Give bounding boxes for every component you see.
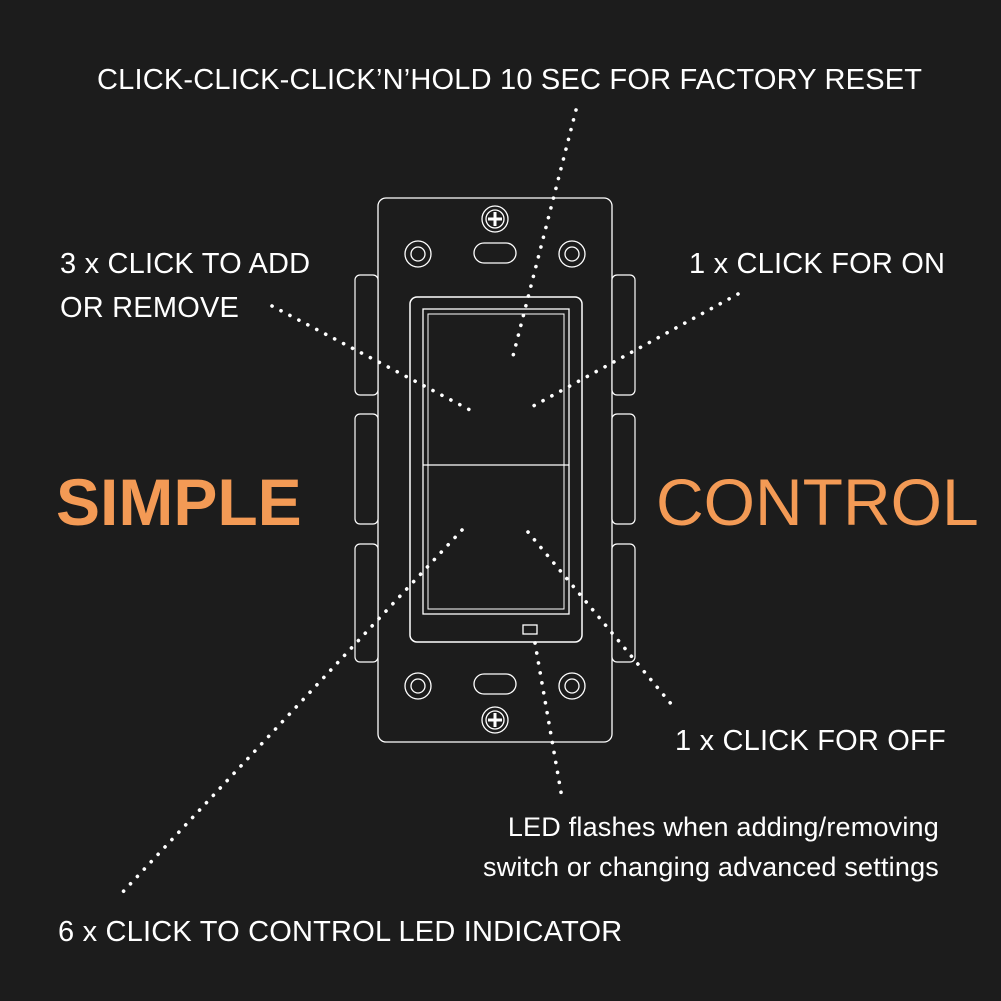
leader-lines bbox=[118, 108, 740, 897]
left-ear-bottom bbox=[354, 543, 379, 663]
annotation-add-remove-line1: 3 x CLICK TO ADD bbox=[60, 248, 311, 280]
annotation-on: 1 x CLICK FOR ON bbox=[689, 248, 946, 280]
led-indicator-icon bbox=[522, 624, 538, 635]
annotation-led-indicator: 6 x CLICK TO CONTROL LED INDICATOR bbox=[58, 916, 623, 948]
annotation-led-flash-line2: switch or changing advanced settings bbox=[483, 852, 939, 882]
right-ear-bottom bbox=[611, 543, 636, 663]
screw-icon bbox=[481, 205, 509, 233]
paddle-frame bbox=[409, 296, 583, 643]
paddle-outer bbox=[422, 308, 570, 615]
left-ear-middle bbox=[354, 413, 379, 525]
top-slot bbox=[473, 242, 517, 264]
annotation-add-remove-line2: OR REMOVE bbox=[60, 292, 240, 324]
bottom-left-hole bbox=[404, 672, 432, 700]
top-hardware bbox=[404, 205, 586, 268]
right-ear-middle bbox=[611, 413, 636, 525]
bottom-hardware bbox=[404, 672, 586, 734]
right-ear-top bbox=[611, 274, 636, 396]
mounting-strap bbox=[377, 197, 613, 743]
paddle-assembly[interactable] bbox=[409, 296, 583, 643]
headline-control: CONTROL bbox=[656, 465, 979, 539]
top-left-hole bbox=[404, 240, 432, 268]
strap-outline bbox=[377, 197, 613, 743]
annotation-off: 1 x CLICK FOR OFF bbox=[675, 725, 946, 757]
side-ears bbox=[354, 274, 636, 663]
left-ear-top bbox=[354, 274, 379, 396]
bottom-right-hole bbox=[558, 672, 586, 700]
leader-on bbox=[524, 292, 740, 412]
paddle-inner bbox=[427, 313, 565, 610]
top-right-hole bbox=[558, 240, 586, 268]
screw-icon bbox=[481, 706, 509, 734]
leader-factory-reset bbox=[510, 108, 578, 362]
leader-led-flash bbox=[533, 641, 564, 800]
leader-add-remove bbox=[270, 304, 472, 412]
bottom-slot bbox=[473, 673, 517, 695]
leader-off bbox=[526, 530, 674, 707]
annotation-factory-reset: CLICK-CLICK-CLICK’N’HOLD 10 SEC FOR FACT… bbox=[97, 64, 923, 96]
annotation-led-flash-line1: LED flashes when adding/removing bbox=[507, 812, 939, 842]
headline-simple: SIMPLE bbox=[56, 465, 302, 539]
